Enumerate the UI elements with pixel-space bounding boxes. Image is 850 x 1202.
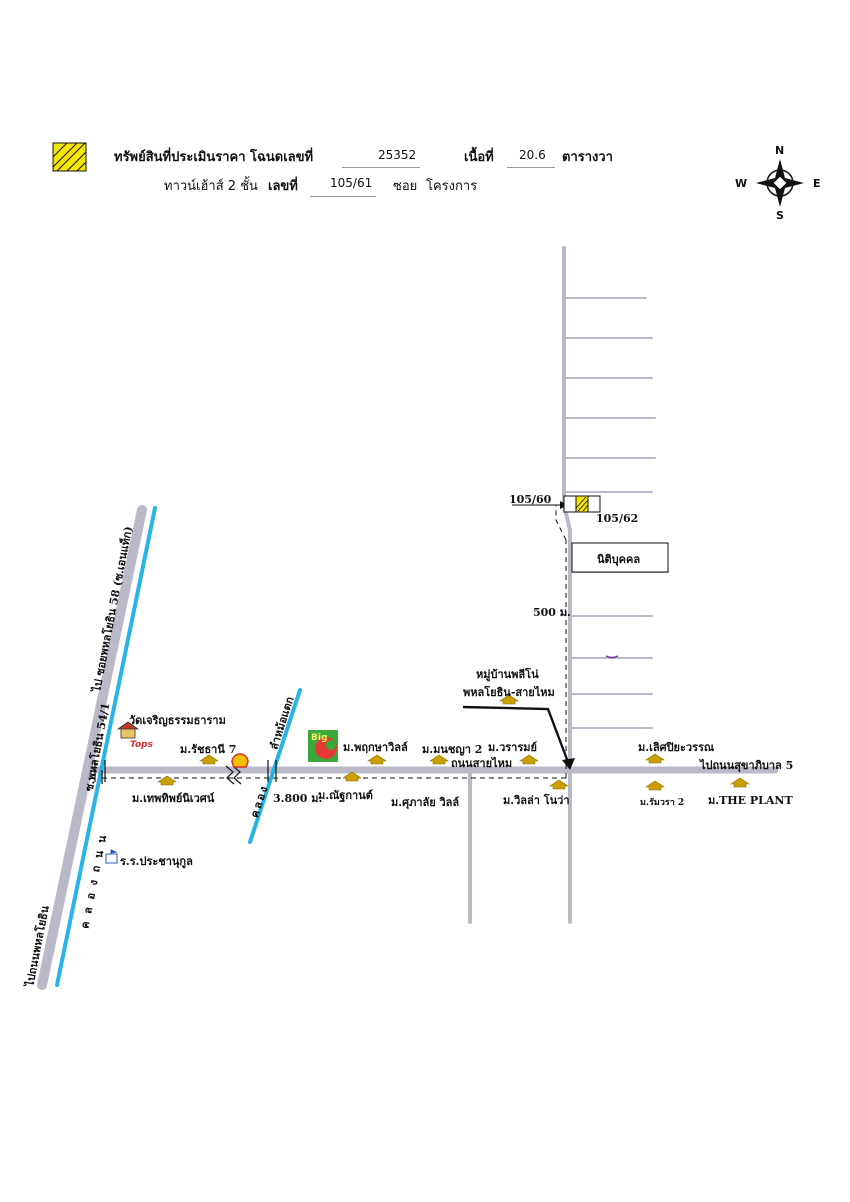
village-phrueksa: ม.พฤกษาวิลล์ — [343, 741, 408, 754]
house-number: 105/61 — [330, 176, 373, 190]
subject-property — [563, 495, 601, 513]
canal-phahon — [55, 506, 157, 987]
compass-e: E — [813, 177, 821, 190]
deed-number: 25352 — [378, 148, 417, 162]
house-number-label: เลขที่ — [268, 179, 298, 194]
temple-label: วัดเจริญธรรมธาราม — [129, 714, 226, 727]
canal-lam-mo-taek — [248, 688, 302, 844]
plot-105-62: 105/62 — [596, 512, 639, 525]
to-sukhaphiban5-label: ไปถนนสุขาภิบาล 5 — [700, 759, 794, 772]
road-network — [37, 246, 779, 990]
school-label: ร.ร.ประชานุกูล — [120, 855, 193, 868]
village-plino-line1: หมู่บ้านพลีโน่ — [476, 668, 539, 681]
soi-project — [562, 246, 572, 772]
property-type: ทาวน์เฮ้าส์ 2 ชั้น — [164, 179, 258, 194]
phahon-yothin-road — [37, 505, 147, 990]
route-dashed — [102, 505, 567, 779]
area-unit: ตารางวา — [562, 150, 613, 165]
village-natthakan: ม.ณัฐกานต์ — [318, 789, 373, 802]
tops-logo: Tops — [130, 740, 153, 750]
juristic-office-box — [571, 542, 669, 573]
distance-500m: 500 ม. — [533, 606, 571, 619]
village-plino-line2: พหลโยธิน-สายไหม — [463, 686, 555, 699]
village-monchaya: ม.มนชญา 2 — [422, 743, 483, 756]
road-sai-mai-label: ถนนสายไหม — [451, 757, 513, 770]
village-ramwara: ม.รัมวรา 2 — [640, 798, 685, 808]
village-thepthip: ม.เทพทิพย์นิเวศน์ — [132, 792, 215, 805]
shell-station-icon — [231, 753, 249, 768]
compass-n: N — [775, 144, 785, 157]
village-the-plant: ม.THE PLANT — [708, 794, 793, 807]
big-c-text: Big — [311, 733, 328, 743]
legend-swatch — [52, 142, 87, 172]
soi-label: ซอย — [393, 179, 418, 194]
school-icon — [105, 849, 118, 864]
compass-rose — [756, 159, 804, 207]
area-value: 20.6 — [519, 148, 546, 162]
village-villa-nova: ม.วิลล่า โนว่า — [503, 794, 570, 807]
village-markers — [157, 694, 750, 791]
compass-s: S — [776, 209, 784, 222]
village-ratchathani: ม.รัชธานี 7 — [180, 743, 237, 756]
compass-w: W — [735, 177, 748, 190]
village-warom: ม.วรารมย์ — [488, 741, 537, 754]
project-label: โครงการ — [426, 179, 478, 194]
plot-105-60: 105/60 — [509, 493, 552, 506]
canals — [55, 506, 302, 987]
juristic-office-label: นิติบุคคล — [597, 553, 641, 566]
distance-3800m: 3.800 ม. — [273, 792, 323, 805]
village-loetpiya: ม.เลิศปิยะวรรณ — [638, 741, 715, 754]
big-c-logo — [308, 730, 338, 762]
pointer-arrow — [462, 705, 570, 763]
village-suphalai: ม.ศุภาลัย วิลล์ — [391, 796, 460, 809]
header-label-deed: ทรัพย์สินที่ประเมินราคา โฉนดเลขที่ — [114, 150, 314, 165]
area-label: เนื้อที่ — [464, 150, 494, 165]
temple-icon — [116, 721, 140, 739]
